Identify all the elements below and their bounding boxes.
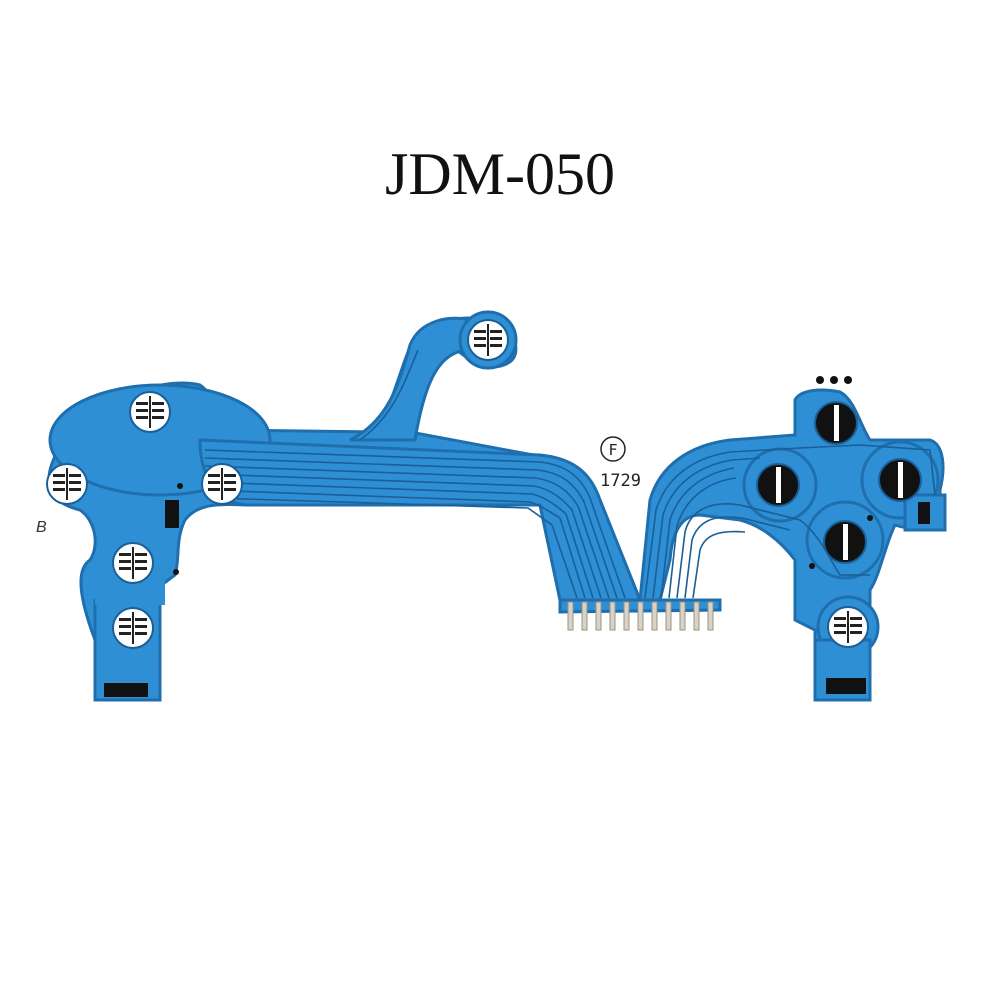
date-code-label: 1729: [600, 471, 641, 491]
right-small-tab: [918, 502, 930, 524]
via: [177, 483, 183, 489]
face-button-right-pad: [878, 458, 922, 502]
side-label: B: [36, 519, 47, 536]
center-bus: [198, 438, 643, 602]
top-contact-pad: [467, 319, 509, 361]
right-film: [638, 388, 945, 702]
right-connector: [826, 678, 866, 694]
bus-traces: [204, 349, 626, 599]
dot-indicator-1: [816, 376, 824, 384]
dot-indicator-3: [844, 376, 852, 384]
left-small-tab: [165, 500, 179, 528]
via: [809, 563, 815, 569]
dpad-up-pad: [129, 391, 171, 433]
dpad-left-pad: [46, 463, 88, 505]
face-button-top-pad: [814, 401, 858, 445]
dpad-right-pad: [201, 463, 243, 505]
dot-indicator-2: [830, 376, 838, 384]
dpad-down-pad: [112, 542, 154, 584]
page-title: JDM-050: [384, 141, 615, 207]
via: [867, 515, 873, 521]
top-arch: [349, 316, 472, 442]
right-shoulder-pad: [827, 606, 869, 648]
left-shoulder-pad: [112, 607, 154, 649]
face-button-bottom-pad: [823, 520, 867, 564]
logo-letter: F: [608, 441, 617, 459]
face-button-left-pad: [756, 463, 800, 507]
manufacturer-logo: [600, 436, 626, 462]
via: [173, 569, 179, 575]
ribbon-pins: [567, 601, 714, 631]
left-connector: [104, 683, 148, 697]
right-traces: [644, 444, 936, 599]
